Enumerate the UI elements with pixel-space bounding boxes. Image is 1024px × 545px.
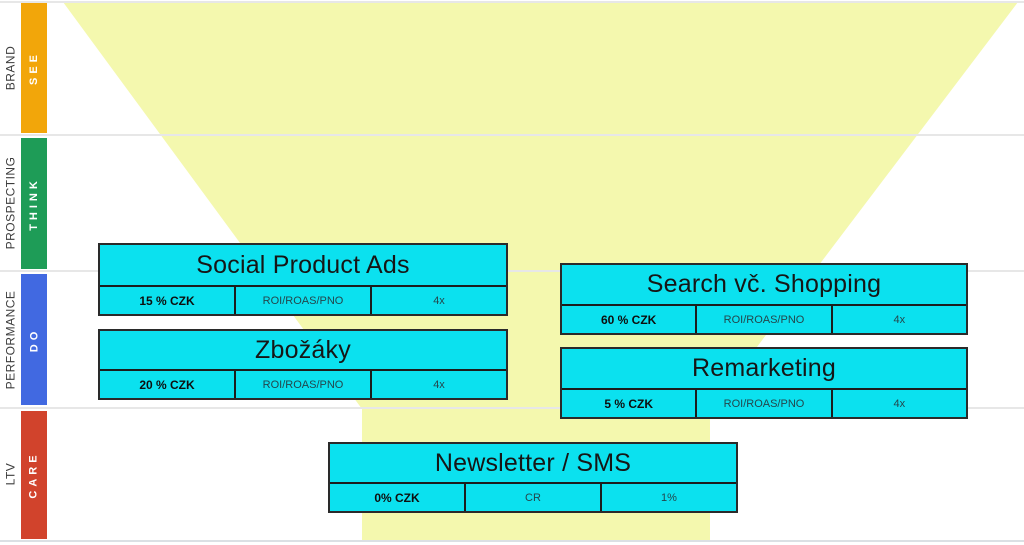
gridline-bottom [0,540,1024,542]
phase-bar-label: DO [28,327,40,352]
gridline-top [0,1,1024,3]
metric-budget: 15 % CZK [139,293,195,308]
gridline-brand-prospecting [0,134,1024,136]
campaign-metrics: 0% CZK CR 1% [330,484,736,511]
row-label-prospecting: PROSPECTING [0,136,21,270]
metric-kpi: CR [464,484,600,511]
phase-bar-label: SEE [28,50,41,86]
row-label-text: LTV [3,462,18,486]
metric-budget: 20 % CZK [139,377,195,392]
metric-target: 4x [370,371,506,398]
campaign-box-social-product-ads: Social Product Ads 15 % CZK ROI/ROAS/PNO… [98,243,508,316]
row-label-text: BRAND [3,45,18,91]
metric-kpi: ROI/ROAS/PNO [695,306,830,333]
row-label-text: PERFORMANCE [3,290,18,389]
campaign-box-newsletter-sms: Newsletter / SMS 0% CZK CR 1% [328,442,738,513]
metric-target: 4x [830,390,966,417]
row-label-text: PROSPECTING [3,156,18,250]
campaign-box-search-shopping: Search vč. Shopping 60 % CZK ROI/ROAS/PN… [560,263,968,335]
campaign-metrics: 15 % CZK ROI/ROAS/PNO 4x [100,287,506,314]
campaign-title: Social Product Ads [100,245,506,287]
campaign-title: Search vč. Shopping [562,265,966,306]
campaign-title: Zbožáky [100,331,506,371]
campaign-metrics: 5 % CZK ROI/ROAS/PNO 4x [562,390,966,417]
row-label-performance: PERFORMANCE [0,272,21,407]
metric-target: 1% [600,484,736,511]
campaign-title: Newsletter / SMS [330,444,736,484]
gridline-performance-ltv [0,407,1024,409]
metric-target: 4x [830,306,966,333]
phase-bar-care: CARE [21,411,47,539]
phase-bar-think: THINK [21,138,47,269]
metric-budget: 0% CZK [374,490,420,505]
metric-kpi: ROI/ROAS/PNO [695,390,830,417]
metric-budget: 5 % CZK [604,396,653,411]
campaign-metrics: 20 % CZK ROI/ROAS/PNO 4x [100,371,506,398]
phase-bar-label: THINK [28,176,41,231]
metric-target: 4x [370,287,506,314]
metric-kpi: ROI/ROAS/PNO [234,371,370,398]
phase-bar-label: CARE [28,451,41,499]
phase-bar-see: SEE [21,3,47,133]
metric-budget: 60 % CZK [600,312,657,327]
campaign-box-zbozaky: Zbožáky 20 % CZK ROI/ROAS/PNO 4x [98,329,508,400]
campaign-metrics: 60 % CZK ROI/ROAS/PNO 4x [562,306,966,333]
row-label-ltv: LTV [0,409,21,539]
metric-kpi: ROI/ROAS/PNO [234,287,370,314]
row-label-brand: BRAND [0,2,21,134]
phase-bar-do: DO [21,274,47,405]
campaign-title: Remarketing [562,349,966,390]
campaign-box-remarketing: Remarketing 5 % CZK ROI/ROAS/PNO 4x [560,347,968,419]
gridline-prospecting-performance [0,270,1024,272]
